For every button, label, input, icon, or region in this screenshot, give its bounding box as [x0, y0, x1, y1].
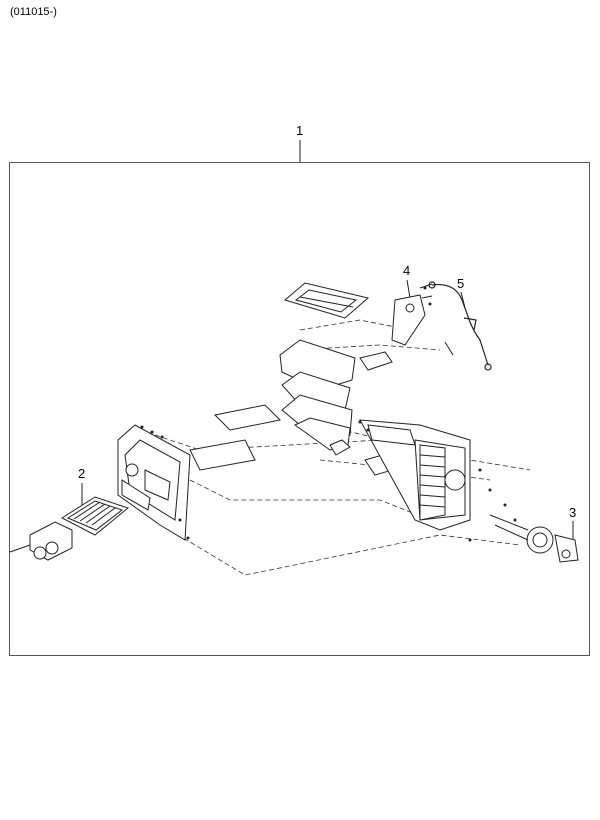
heater-case-right [359, 419, 471, 531]
date-code-label: (011015-) [10, 6, 57, 18]
callout-3[interactable]: 3 [569, 505, 577, 520]
callout-1[interactable]: 1 [296, 123, 304, 138]
heater-core [9, 496, 130, 561]
mode-actuator [489, 514, 579, 563]
top-duct-cover [283, 282, 370, 319]
callout-2[interactable]: 2 [78, 466, 86, 481]
callout-4[interactable]: 4 [403, 263, 411, 278]
mode-linkage-assembly [359, 283, 454, 371]
assembly-frame [9, 162, 590, 656]
screw-fasteners [140, 286, 517, 542]
leader-line-4 [406, 279, 411, 299]
control-cable [428, 281, 492, 371]
callout-5[interactable]: 5 [457, 276, 465, 291]
heater-case-left [117, 424, 191, 541]
